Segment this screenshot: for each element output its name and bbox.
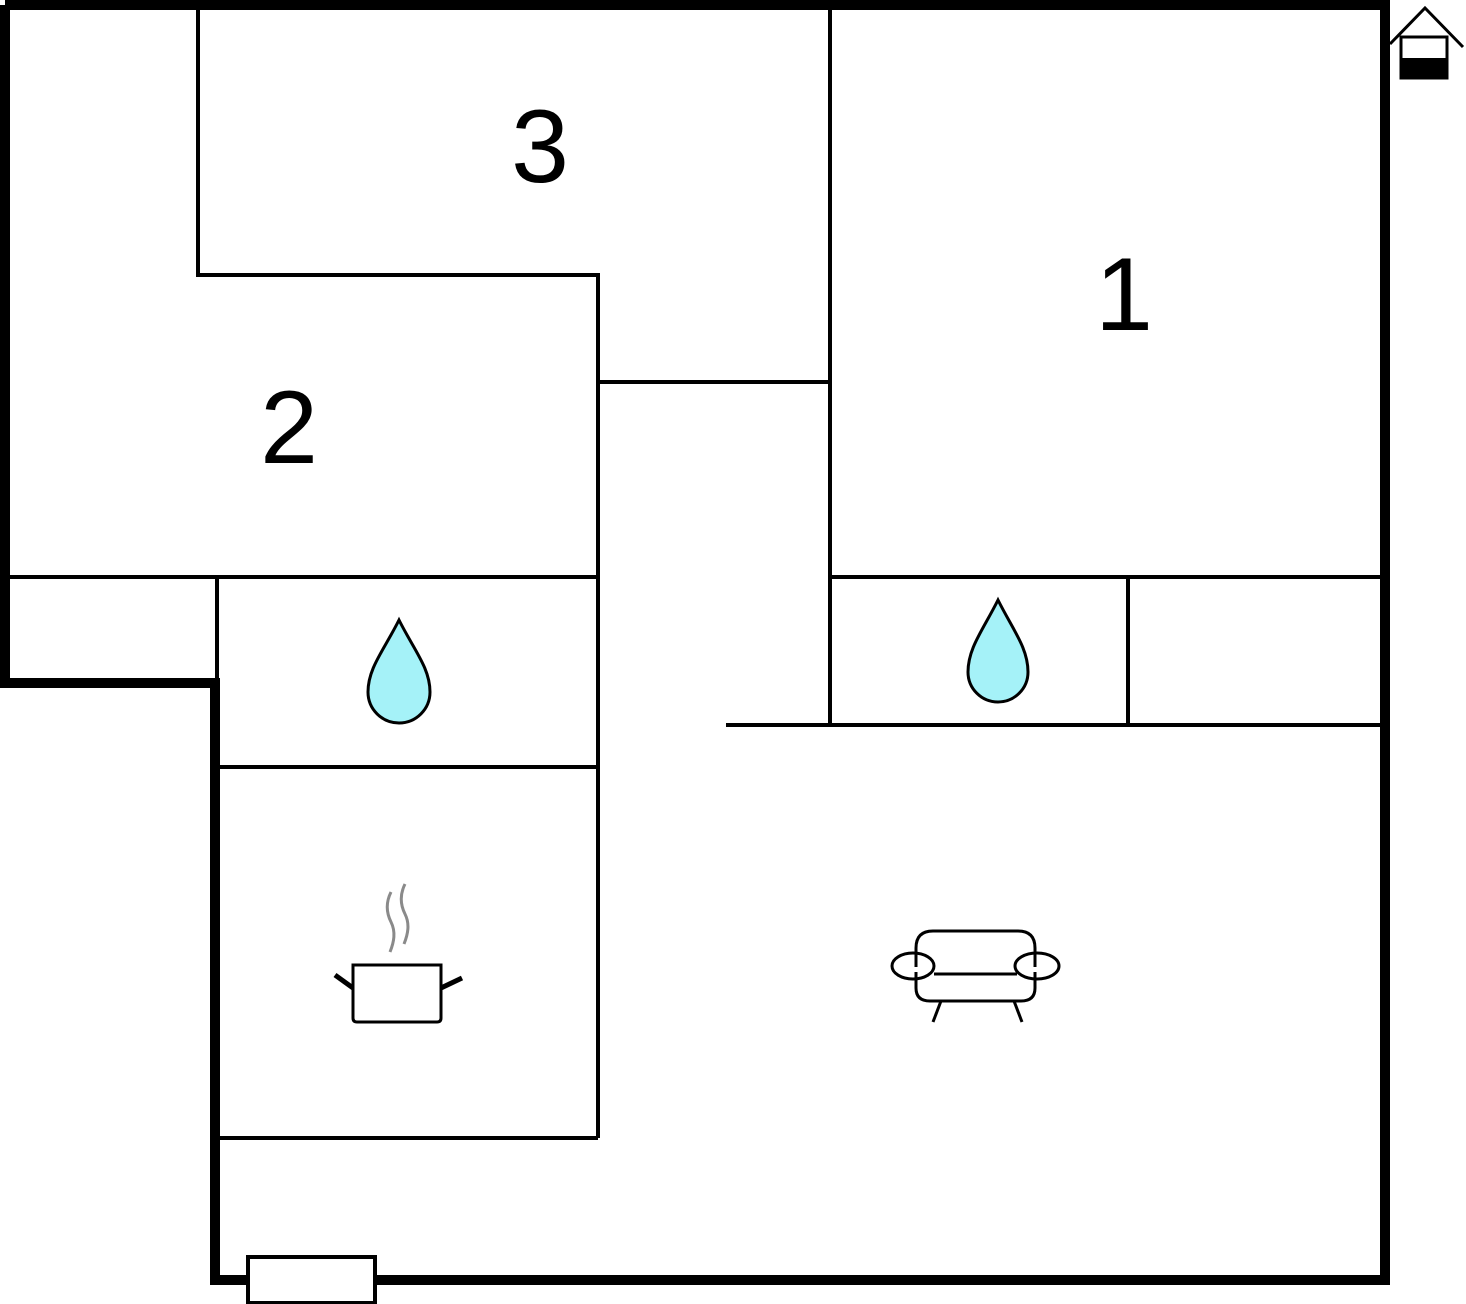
house-entrance-icon: [1388, 5, 1465, 80]
interior-walls: [5, 5, 1385, 1140]
room-number-3: 3: [511, 89, 569, 205]
water-drop-icon: [366, 616, 432, 725]
entrance-door: [246, 1255, 377, 1304]
outer-wall: [0, 0, 1390, 1285]
room-number-2: 2: [260, 370, 318, 486]
sofa-icon: [890, 929, 1061, 1023]
cooking-pot-icon: [333, 883, 464, 1024]
room-number-1: 1: [1095, 237, 1153, 353]
water-drop-icon: [966, 596, 1030, 704]
